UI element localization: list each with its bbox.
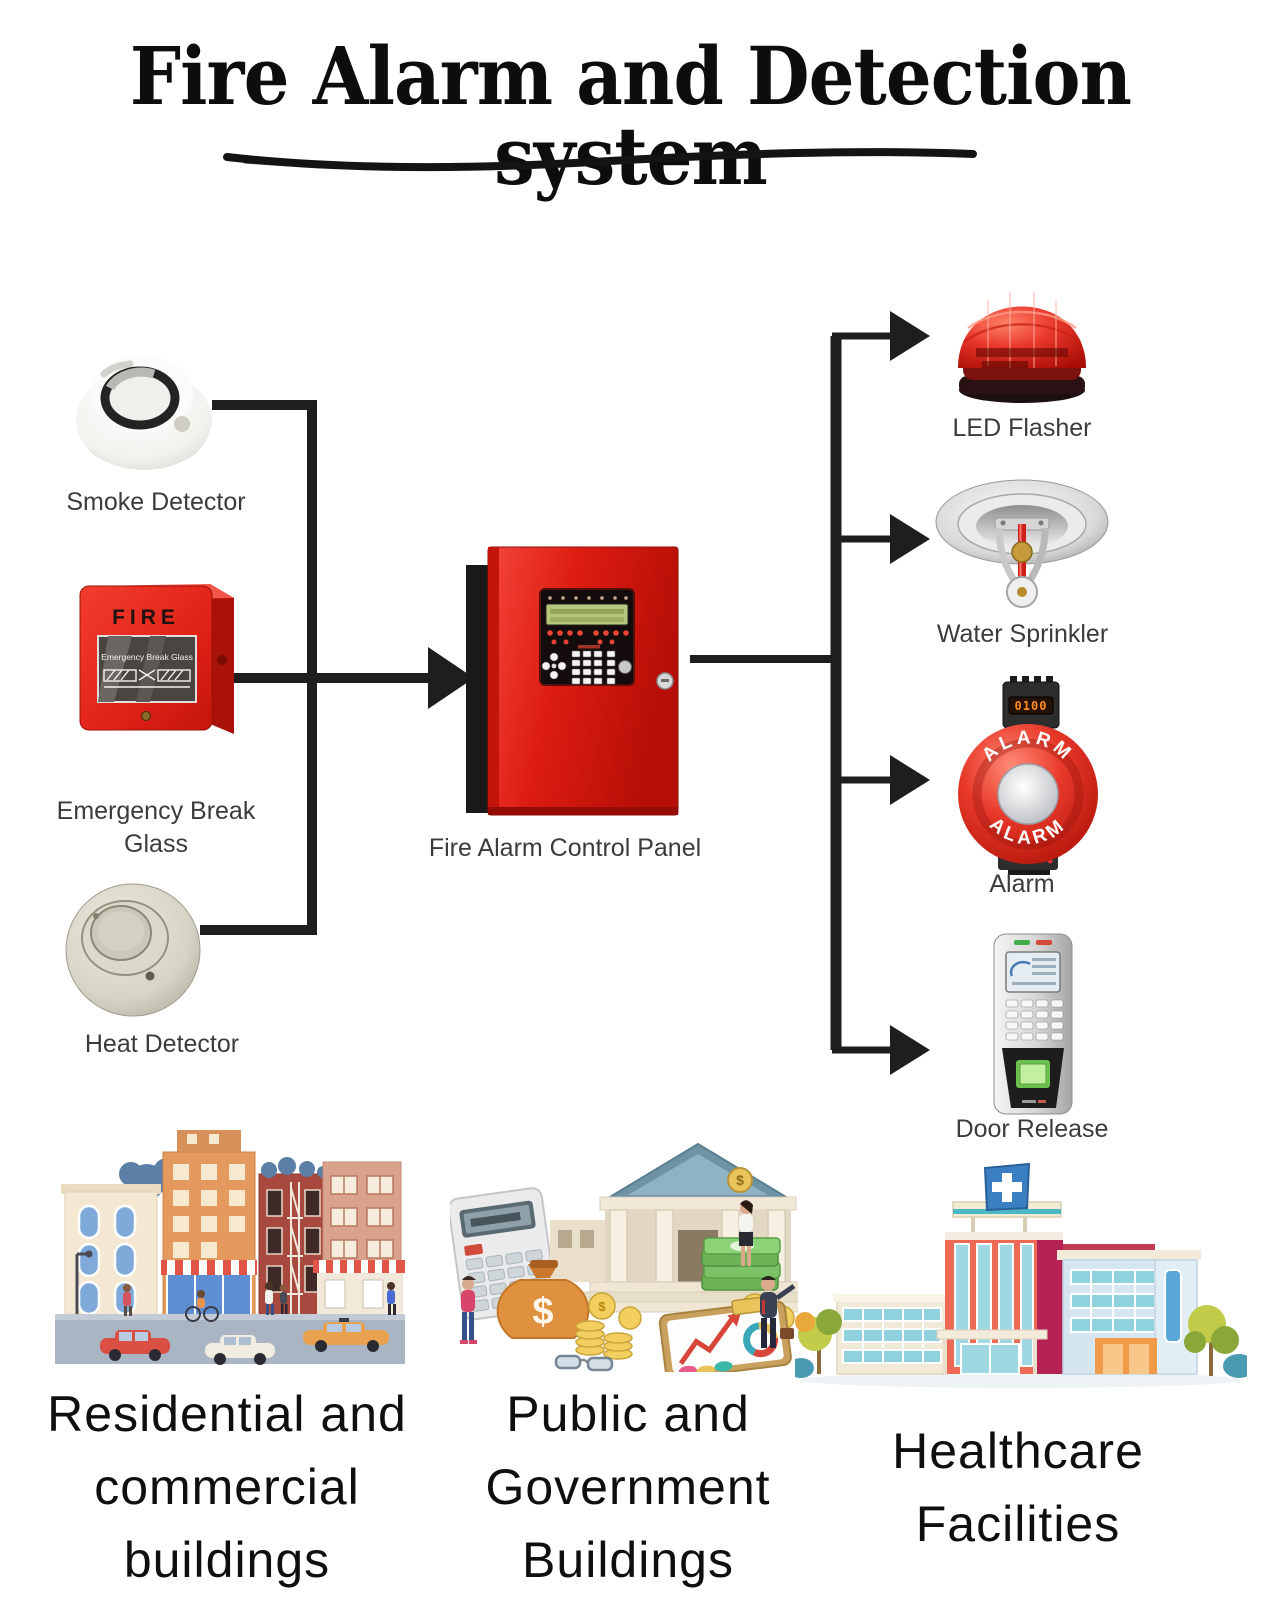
fire-alarm-control-panel-label: Fire Alarm Control Panel	[428, 834, 702, 862]
emergency-break-glass-image: FIRE Emergency Break Glass	[79, 584, 234, 734]
alarm-image: 0100 ALARM ALARM	[958, 676, 1098, 875]
emergency-break-glass-label: Emergency Break Glass	[46, 795, 266, 861]
car-white	[205, 1335, 275, 1365]
application-government-line2: Government	[485, 1459, 771, 1515]
application-government-line1: Public and	[506, 1386, 750, 1442]
right-building	[1057, 1244, 1201, 1375]
alarm-label: Alarm	[989, 870, 1055, 898]
clipboard	[658, 1296, 792, 1372]
led-flasher-image	[958, 292, 1086, 403]
healthcare-illustration	[795, 1162, 1247, 1388]
application-residential-line1: Residential and	[47, 1386, 407, 1442]
residential-commercial-illustration	[55, 1130, 405, 1365]
pedestrians	[123, 1282, 396, 1322]
emergency-break-glass-label-line1: Emergency Break	[56, 797, 256, 825]
application-healthcare-line2: Facilities	[915, 1496, 1121, 1552]
application-label-residential: Residential and commercial buildings	[17, 1378, 437, 1597]
water-sprinkler-image	[935, 479, 1109, 608]
led-flasher-label: LED Flasher	[952, 414, 1092, 442]
trees	[795, 1305, 1247, 1378]
arrow-to-door-release	[890, 1025, 930, 1075]
eyeglasses	[554, 1354, 614, 1372]
fire-text: FIRE	[112, 606, 180, 629]
smoke-detector-image	[76, 356, 212, 470]
application-healthcare-line1: Healthcare	[892, 1423, 1144, 1479]
svg-text:$: $	[736, 1172, 744, 1188]
smoke-detector-label: Smoke Detector	[66, 488, 246, 516]
application-label-government: Public and Government Buildings	[418, 1378, 838, 1597]
title-underline	[223, 148, 977, 172]
glass-text: Emergency Break Glass	[101, 652, 193, 662]
heat-detector-image	[65, 883, 201, 1017]
public-government-illustration: $ $	[450, 1142, 798, 1372]
application-residential-line3: buildings	[123, 1532, 331, 1588]
emergency-break-glass-label-line2: Glass	[124, 830, 188, 858]
svg-text:$: $	[598, 1299, 606, 1314]
door-release-image	[993, 933, 1073, 1115]
arrow-to-alarm	[890, 755, 930, 805]
people-figures	[460, 1200, 796, 1348]
left-wing	[833, 1294, 951, 1375]
heat-detector-label: Heat Detector	[84, 1030, 240, 1058]
fire-alarm-control-panel-image	[466, 546, 679, 816]
arrow-to-water-sprinkler	[890, 514, 930, 564]
water-sprinkler-label: Water Sprinkler	[936, 620, 1109, 648]
application-label-healthcare: Healthcare Facilities	[808, 1415, 1228, 1561]
car-red	[100, 1330, 170, 1361]
alarm-display-text: 0100	[1015, 699, 1048, 713]
arrow-to-led-flasher	[890, 311, 930, 361]
hospital-sign	[952, 1162, 1062, 1234]
car-taxi	[303, 1318, 389, 1352]
svg-text:$: $	[532, 1291, 553, 1333]
application-residential-line2: commercial	[94, 1459, 360, 1515]
application-government-line3: Buildings	[522, 1532, 734, 1588]
door-release-label: Door Release	[955, 1115, 1109, 1143]
center-tower	[936, 1232, 1063, 1375]
